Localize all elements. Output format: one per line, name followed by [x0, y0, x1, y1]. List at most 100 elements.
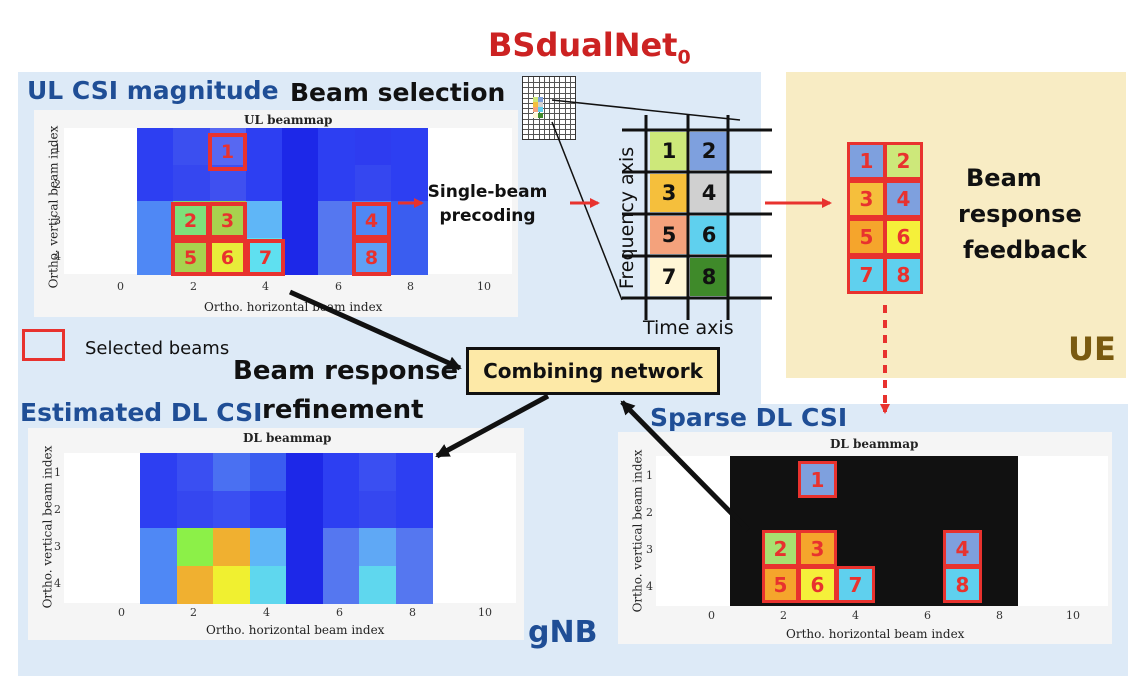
heatmap-cell [322, 528, 360, 566]
feedback-label: Beam response feedback [958, 160, 1087, 268]
y-tick: 1 [646, 469, 653, 482]
ue-region [786, 72, 1126, 378]
y-tick: 3 [54, 214, 61, 227]
heatmap-cell [282, 164, 319, 202]
y-tick: 1 [54, 466, 61, 479]
x-tick: 2 [780, 609, 787, 622]
dl-beammap-plot: DL beammap Ortho. vertical beam index Or… [28, 428, 524, 640]
single-beam-line1: Single-beam [427, 182, 548, 202]
frequency-axis-label: Frequency axis [616, 146, 639, 290]
heatmap-cell [245, 201, 283, 238]
sparse-dl-beammap-plot: DL beammap Ortho. vertical beam index Or… [618, 432, 1112, 644]
heatmap-cell [359, 565, 396, 604]
heatmap-cell [359, 490, 396, 529]
ul-beammap-plot: UL beammap Ortho. vertical beam index Or… [34, 110, 518, 317]
refinement-line1: Beam response [233, 356, 459, 386]
heatmap-cell [318, 201, 356, 238]
feedback-beam-8: 8 [884, 256, 923, 294]
heatmap-cell [173, 128, 211, 165]
x-tick: 0 [117, 280, 124, 293]
heatmap-cell [322, 453, 360, 491]
heatmap-cell [282, 237, 319, 275]
selected-beams-legend-box [22, 329, 65, 361]
heatmap-cell [245, 128, 283, 165]
resource-grid: 1 2 3 4 5 6 7 8 [622, 115, 772, 320]
time-axis-label: Time axis [643, 317, 734, 339]
sparse-beam-2: 2 [762, 530, 799, 567]
feedback-beam-1: 1 [847, 142, 886, 180]
feedback-beam-7: 7 [847, 256, 886, 294]
heatmap-cell [173, 237, 211, 275]
heatmap-cell [209, 237, 247, 275]
beam-selection-label: Beam selection [290, 78, 506, 107]
gnb-label: gNB [528, 615, 598, 650]
combining-network-box: Combining network [466, 347, 720, 395]
x-tick: 8 [409, 606, 416, 619]
ul-selected-beam-2: 2 [171, 202, 210, 239]
sparse-beam-5: 5 [762, 566, 799, 603]
x-tick: 0 [708, 609, 715, 622]
dl-plot-title: DL beammap [243, 431, 332, 445]
x-tick: 6 [924, 609, 931, 622]
selected-beams-legend-label: Selected beams [85, 338, 230, 359]
heatmap-cell [318, 128, 356, 165]
sparse-beam-8: 8 [943, 566, 982, 603]
heatmap-cell [390, 164, 428, 202]
ul-plot-xlabel: Ortho. horizontal beam index [204, 300, 383, 314]
x-tick: 8 [407, 280, 414, 293]
feedback-line2: response [958, 200, 1082, 228]
heatmap-cell [395, 490, 433, 529]
y-tick: 3 [54, 540, 61, 553]
heatmap-cell [390, 201, 428, 238]
heatmap-cell [286, 490, 323, 529]
x-tick: 4 [262, 280, 269, 293]
heatmap-cell [245, 164, 283, 202]
ul-selected-beam-7: 7 [246, 239, 285, 276]
heatmap-cell [390, 128, 428, 165]
y-tick: 3 [646, 543, 653, 556]
x-tick: 0 [118, 606, 125, 619]
x-tick: 10 [477, 280, 491, 293]
heatmap-cell [354, 164, 392, 202]
heatmap-cell [318, 164, 356, 202]
heatmap-cell [213, 528, 250, 566]
bsdualnet-title: BSdualNet0 [488, 26, 691, 68]
x-tick: 2 [190, 280, 197, 293]
heatmap-cell [176, 528, 214, 566]
feedback-beam-6: 6 [884, 218, 923, 256]
heatmap-cell [176, 453, 214, 491]
heatmap-cell [249, 490, 287, 529]
heatmap-cell [390, 237, 428, 275]
refinement-line2: refinement [262, 395, 424, 425]
heatmap-cell [176, 490, 214, 529]
ul-selected-beam-8: 8 [352, 239, 391, 276]
heatmap-cell [209, 201, 247, 238]
heatmap-cell [173, 164, 211, 202]
single-beam-label: Single-beam precoding [425, 180, 550, 228]
heatmap-cell [245, 237, 283, 275]
grid-cell-1: 1 [650, 132, 688, 170]
grid-cell-2: 2 [690, 132, 728, 170]
feedback-line3: feedback [963, 236, 1087, 264]
heatmap-cell [354, 237, 392, 275]
heatmap-cell [140, 565, 177, 604]
ul-selected-beam-1: 1 [208, 133, 247, 171]
x-tick: 2 [190, 606, 197, 619]
x-tick: 10 [478, 606, 492, 619]
feedback-beam-4: 4 [884, 180, 923, 218]
dl-plot-ylabel: Ortho. vertical beam index [40, 445, 55, 609]
ul-selected-beam-3: 3 [208, 202, 247, 239]
heatmap-cell [213, 453, 250, 491]
grid-cell-8: 8 [690, 258, 728, 296]
heatmap-cell [140, 528, 177, 566]
heatmap-cell [282, 128, 319, 165]
heatmap-cell [137, 128, 174, 165]
y-tick: 1 [54, 142, 61, 155]
y-tick: 4 [54, 577, 61, 590]
y-tick: 2 [646, 506, 653, 519]
heatmap-cell [354, 128, 392, 165]
grid-cell-7: 7 [650, 258, 688, 296]
sparse-beam-6: 6 [798, 566, 837, 603]
sparse-beam-7: 7 [836, 566, 875, 603]
heatmap-cell [359, 453, 396, 491]
